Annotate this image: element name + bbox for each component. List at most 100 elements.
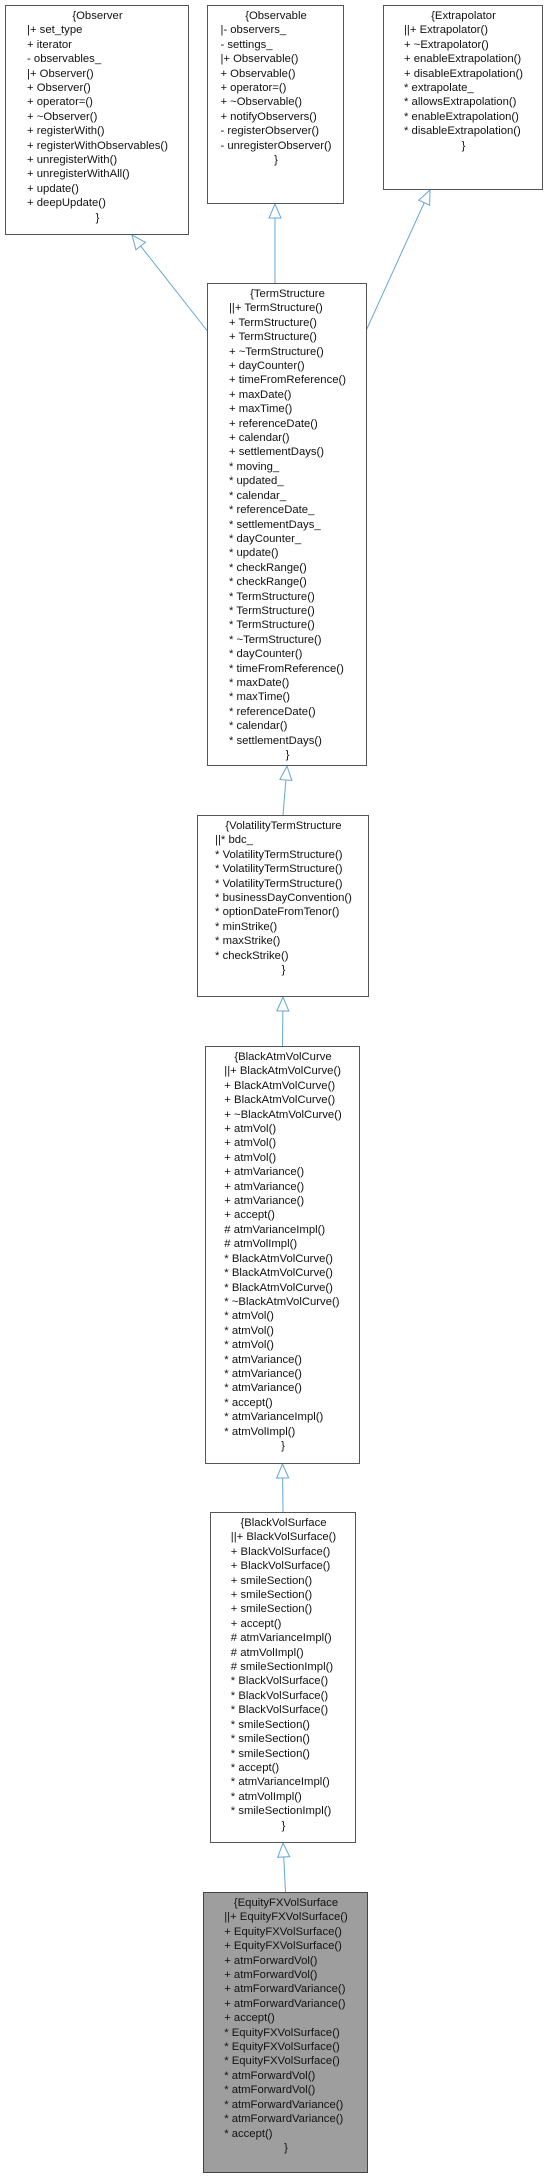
- inheritance-arrowhead-icon: [268, 202, 282, 219]
- class-member: * calendar(): [228, 720, 288, 733]
- class-box-extrapolator[interactable]: {Extrapolator||+ Extrapolator()+ ~Extrap…: [383, 5, 543, 190]
- class-member: * accept(): [224, 2127, 273, 2140]
- class-member: + smileSection(): [230, 1589, 313, 1602]
- class-member: * EquityFXVolSurface(): [224, 2055, 340, 2068]
- class-member: + atmForwardVariance(): [224, 1983, 346, 1996]
- class-member: + deepUpdate(): [27, 197, 106, 210]
- class-title: {Extrapolator: [431, 10, 496, 22]
- class-member: + TermStructure(): [228, 331, 317, 344]
- class-member: * checkStrike(): [215, 949, 289, 962]
- class-member: * BlackVolSurface(): [230, 1675, 329, 1688]
- class-member: + BlackAtmVolCurve(): [224, 1094, 336, 1107]
- class-member: |+ Observer(): [27, 67, 94, 80]
- edge-volatilitytermstructure-to-termstructure: [282, 779, 287, 816]
- class-member: + settlementDays(): [228, 446, 325, 459]
- class-box-blackvolsurface[interactable]: {BlackVolSurface ||+ BlackVolSurface() + B…: [210, 1512, 356, 1843]
- class-closing-brace: }: [285, 749, 290, 761]
- class-title: {VolatilityTermStructure: [225, 820, 342, 832]
- class-member: * accept(): [224, 1396, 273, 1409]
- class-member: + atmVariance(): [224, 1180, 305, 1193]
- class-box-equityfxvolsurface: {EquityFXVolSurface||+ EquityFXVolSurfac…: [203, 1892, 368, 2173]
- inheritance-arrowhead-icon: [279, 764, 293, 782]
- class-member: * VolatilityTermStructure(): [215, 863, 343, 876]
- class-member: # smileSectionImpl(): [230, 1661, 334, 1674]
- class-member: + unregisterWith(): [27, 154, 118, 167]
- class-member: + Observer(): [27, 82, 91, 95]
- class-member: |- observers_: [220, 24, 287, 37]
- class-closing-brace: }: [95, 211, 100, 224]
- class-member: + atmForwardVol(): [224, 1954, 318, 1967]
- class-member: + calendar(): [228, 432, 290, 445]
- class-member: + maxTime(): [228, 403, 293, 416]
- class-member: * optionDateFromTenor(): [215, 906, 340, 919]
- class-member: * VolatilityTermStructure(): [215, 877, 343, 890]
- class-member: * BlackVolSurface(): [230, 1704, 329, 1717]
- class-member: + atmVol(): [224, 1123, 277, 1136]
- class-member: + iterator: [27, 38, 72, 51]
- class-member: * minStrike(): [215, 920, 278, 933]
- class-member: # atmVarianceImpl(): [230, 1632, 332, 1645]
- class-member: * checkRange(): [228, 576, 307, 589]
- class-member: + BlackVolSurface(): [230, 1560, 331, 1573]
- class-member: # atmVarianceImpl(): [224, 1223, 326, 1236]
- class-member: * TermStructure(): [228, 590, 315, 603]
- class-member: ||+ TermStructure(): [228, 302, 323, 315]
- class-box-volatilitytermstructure[interactable]: {VolatilityTermStructure ||* bdc_ * Volati…: [197, 815, 369, 997]
- class-member: * settlementDays(): [228, 734, 322, 747]
- inheritance-arrowhead-icon: [276, 995, 290, 1012]
- class-member: * accept(): [230, 1761, 280, 1774]
- class-title: {Observable: [245, 10, 307, 22]
- class-member: * smileSection(): [230, 1733, 310, 1746]
- class-member: * calendar_: [228, 489, 287, 502]
- class-closing-brace: }: [284, 2141, 288, 2154]
- class-box-observer[interactable]: {Observer|+ set_type+ iterator- observab…: [5, 5, 189, 235]
- class-member: + smileSection(): [230, 1574, 313, 1587]
- class-member: # atmVolImpl(): [230, 1646, 304, 1659]
- class-member: + ~Observable(): [220, 96, 303, 109]
- class-member: + referenceDate(): [228, 417, 318, 430]
- class-member: * atmVol(): [224, 1339, 274, 1352]
- class-member: * atmVariance(): [224, 1382, 302, 1395]
- edge-termstructure-to-observer: [140, 245, 210, 334]
- class-member: * BlackVolSurface(): [230, 1689, 329, 1702]
- class-member: * ~TermStructure(): [228, 633, 322, 646]
- class-member: * BlackAtmVolCurve(): [224, 1281, 333, 1294]
- inheritance-arrowhead-icon: [275, 1462, 290, 1479]
- class-member: + atmForwardVariance(): [224, 1997, 346, 2010]
- class-title: {BlackVolSurface: [240, 1517, 327, 1529]
- class-member: + TermStructure(): [228, 316, 317, 329]
- class-member: ||+ BlackVolSurface(): [230, 1531, 337, 1544]
- class-member: - registerObserver(): [220, 125, 319, 138]
- class-member: * atmForwardVariance(): [224, 2113, 344, 2126]
- class-member: * atmVolImpl(): [224, 1425, 296, 1438]
- class-member: * atmForwardVariance(): [224, 2098, 344, 2111]
- class-member: * atmForwardVol(): [224, 2069, 316, 2082]
- class-member: ||+ EquityFXVolSurface(): [224, 1911, 348, 1924]
- class-member: * allowsExtrapolation(): [404, 96, 517, 109]
- class-member: ||* bdc_: [215, 834, 253, 847]
- class-member: * BlackAtmVolCurve(): [224, 1267, 333, 1280]
- class-member: + atmVol(): [224, 1151, 277, 1164]
- class-title: {TermStructure: [250, 288, 325, 300]
- class-member: |+ set_type: [27, 24, 83, 37]
- class-closing-brace: }: [281, 964, 286, 977]
- class-member: + accept(): [224, 2012, 275, 2025]
- class-member: + registerWithObservables(): [27, 139, 168, 152]
- class-member: * referenceDate(): [228, 705, 316, 718]
- class-member: + disableExtrapolation(): [404, 67, 523, 80]
- edge-termstructure-to-extrapolator: [364, 202, 425, 334]
- class-box-observable[interactable]: {Observable|- observers_- settings_|+ Ob…: [207, 5, 344, 204]
- class-member: * dayCounter_: [228, 532, 302, 545]
- class-member: * atmVariance(): [224, 1353, 302, 1366]
- inheritance-arrowhead-icon: [131, 234, 147, 251]
- class-member: + unregisterWithAll(): [27, 168, 130, 181]
- class-member: + operator=(): [220, 82, 287, 95]
- class-member: |+ Observable(): [220, 53, 299, 66]
- class-member: * referenceDate_: [228, 504, 315, 517]
- class-box-termstructure[interactable]: {TermStructure||+ TermStructure()+ TermS…: [207, 283, 367, 766]
- class-member: + BlackAtmVolCurve(): [224, 1079, 336, 1092]
- class-box-blackatmvolcurve[interactable]: {BlackAtmVolCurve||+ BlackAtmVolCurve()+…: [205, 1046, 360, 1464]
- class-member: - unregisterObserver(): [220, 139, 332, 152]
